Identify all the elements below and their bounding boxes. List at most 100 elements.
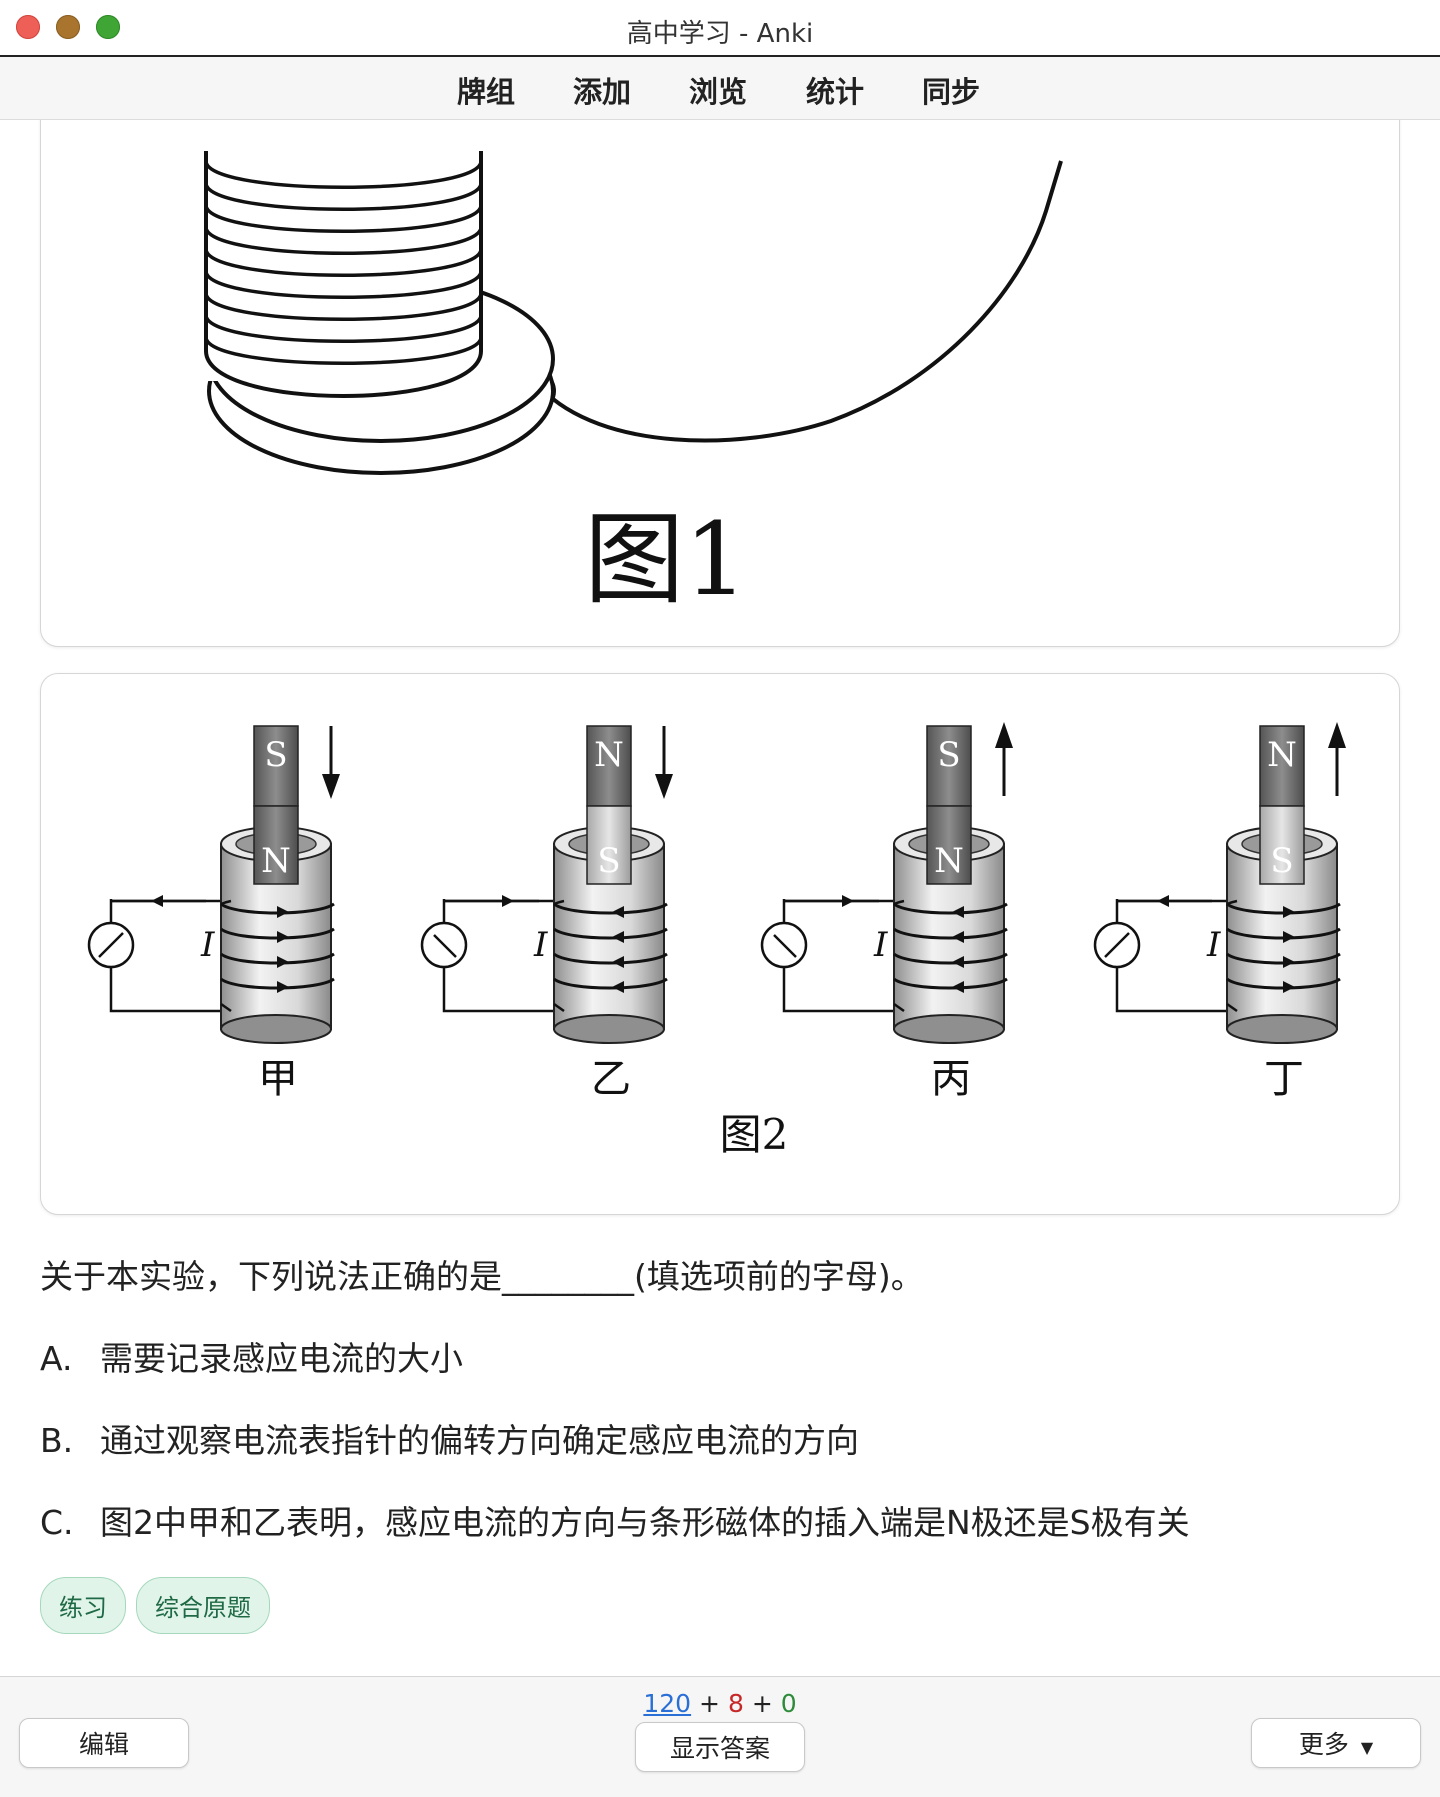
option-c-text: 图2中甲和乙表明，感应电流的方向与条形磁体的插入端是N极还是S极有关 xyxy=(100,1503,1190,1542)
review-bottom-bar: 120 + 8 + 0 编辑 显示答案 更多 ▼ xyxy=(0,1676,1440,1797)
coil-winding xyxy=(553,952,668,965)
option-c-letter: C. xyxy=(40,1503,74,1542)
edit-button[interactable]: 编辑 xyxy=(19,1718,189,1768)
title-bar: 高中学习 - Anki xyxy=(0,0,1440,57)
magnet-top-pole: N xyxy=(594,735,624,775)
coil-winding xyxy=(893,952,1008,965)
toolbar-add[interactable]: 添加 xyxy=(573,75,632,109)
current-arrow xyxy=(842,895,854,907)
current-arrow xyxy=(612,956,624,968)
current-arrow xyxy=(1283,931,1295,943)
review-count: 0 xyxy=(780,1689,797,1718)
question-stem: 关于本实验，下列说法正确的是________(填选项前的字母)。 xyxy=(40,1257,924,1296)
toolbar-sync[interactable]: 同步 xyxy=(922,75,981,109)
circuit-wire xyxy=(220,899,232,906)
current-symbol: I xyxy=(533,925,548,965)
current-arrow xyxy=(1157,895,1169,907)
option-b-text: 通过观察电流表指针的偏转方向确定感应电流的方向 xyxy=(100,1421,859,1460)
coil-winding xyxy=(553,902,668,915)
coil-winding xyxy=(1226,977,1341,990)
panel-label: 丙 xyxy=(931,1056,971,1102)
motion-arrow-head xyxy=(655,774,673,799)
magnet-top-pole: S xyxy=(937,735,960,775)
more-label: 更多 xyxy=(1298,1730,1349,1759)
current-arrow xyxy=(612,931,624,943)
figure-2-caption: 图2 xyxy=(720,1110,789,1159)
current-arrow xyxy=(277,906,289,918)
motion-arrow-head xyxy=(1328,722,1346,748)
due-counts: 120 + 8 + 0 xyxy=(0,1689,1440,1718)
coil-winding xyxy=(220,952,335,965)
coil-winding xyxy=(553,927,668,940)
tag-practice[interactable]: 练习 xyxy=(40,1577,126,1634)
magnet-top-pole: S xyxy=(264,735,287,775)
magnet-bottom-pole: S xyxy=(1270,841,1293,881)
magnet-top xyxy=(926,725,972,807)
coil-winding xyxy=(220,902,335,915)
review-area[interactable]: 图1 xyxy=(0,120,1440,1675)
count-separator: + xyxy=(751,1689,773,1718)
current-arrow xyxy=(952,906,964,918)
close-window-button[interactable] xyxy=(16,15,40,39)
tag-original-question[interactable]: 综合原题 xyxy=(136,1577,270,1634)
coil-winding xyxy=(1226,902,1341,915)
coil-core-bottom xyxy=(1226,1014,1338,1044)
magnet-top xyxy=(586,725,632,807)
coil-winding xyxy=(553,977,668,990)
magnet-bottom-pole: S xyxy=(597,841,620,881)
show-answer-button[interactable]: 显示答案 xyxy=(635,1722,805,1772)
circuit-wire xyxy=(553,899,565,906)
current-symbol: I xyxy=(200,925,215,965)
current-arrow xyxy=(277,956,289,968)
more-button[interactable]: 更多 ▼ xyxy=(1251,1718,1421,1768)
coil-winding xyxy=(893,902,1008,915)
galvanometer-needle xyxy=(773,934,797,958)
magnet-bottom xyxy=(253,805,299,885)
current-arrow xyxy=(952,956,964,968)
current-arrow xyxy=(612,981,624,993)
coil-winding xyxy=(220,927,335,940)
minimize-window-button[interactable] xyxy=(56,15,80,39)
current-arrow xyxy=(502,895,514,907)
option-b: B.通过观察电流表指针的偏转方向确定感应电流的方向 xyxy=(40,1414,859,1462)
coil-winding xyxy=(893,977,1008,990)
current-symbol: I xyxy=(873,925,888,965)
galvanometer-needle xyxy=(98,932,124,958)
option-c: C. 图2中甲和乙表明，感应电流的方向与条形磁体的插入端是N极还是S极有关 xyxy=(40,1496,1190,1544)
circuit-wire xyxy=(220,1002,232,1013)
chevron-down-icon: ▼ xyxy=(1360,1738,1374,1757)
option-a-letter: A. xyxy=(40,1339,73,1378)
current-arrow xyxy=(952,931,964,943)
window-title: 高中学习 - Anki xyxy=(626,19,814,49)
toolbar-stats[interactable]: 统计 xyxy=(806,75,865,109)
magnet-bottom-pole: N xyxy=(934,841,964,881)
coil-core-bottom xyxy=(220,1014,332,1044)
circuit-wire xyxy=(893,1002,905,1013)
toolbar-browse[interactable]: 浏览 xyxy=(689,75,748,109)
circuit-wire xyxy=(1226,899,1238,906)
coil-winding xyxy=(1226,927,1341,940)
circuit-wire xyxy=(893,899,905,906)
magnet-top-pole: N xyxy=(1267,735,1297,775)
magnet-bottom xyxy=(586,805,632,885)
figure-1-label: 图1 xyxy=(584,501,748,618)
tag-list: 练习综合原题 xyxy=(40,1577,280,1634)
coil-core-bottom xyxy=(553,1014,665,1044)
figure-1-card: 图1 xyxy=(40,120,1400,647)
current-arrow xyxy=(952,981,964,993)
current-arrow xyxy=(1283,981,1295,993)
magnet-top xyxy=(1259,725,1305,807)
toolbar-decks[interactable]: 牌组 xyxy=(457,75,516,109)
current-symbol: I xyxy=(1206,925,1221,965)
current-arrow xyxy=(1283,906,1295,918)
option-a-text: 需要记录感应电流的大小 xyxy=(100,1339,463,1378)
coil-core-bottom xyxy=(893,1014,1005,1044)
figure-1-drawing: 图1 xyxy=(204,151,1063,618)
coil-winding xyxy=(893,927,1008,940)
zoom-window-button[interactable] xyxy=(96,15,120,39)
new-count[interactable]: 120 xyxy=(643,1689,692,1718)
motion-arrow-head xyxy=(995,722,1013,748)
